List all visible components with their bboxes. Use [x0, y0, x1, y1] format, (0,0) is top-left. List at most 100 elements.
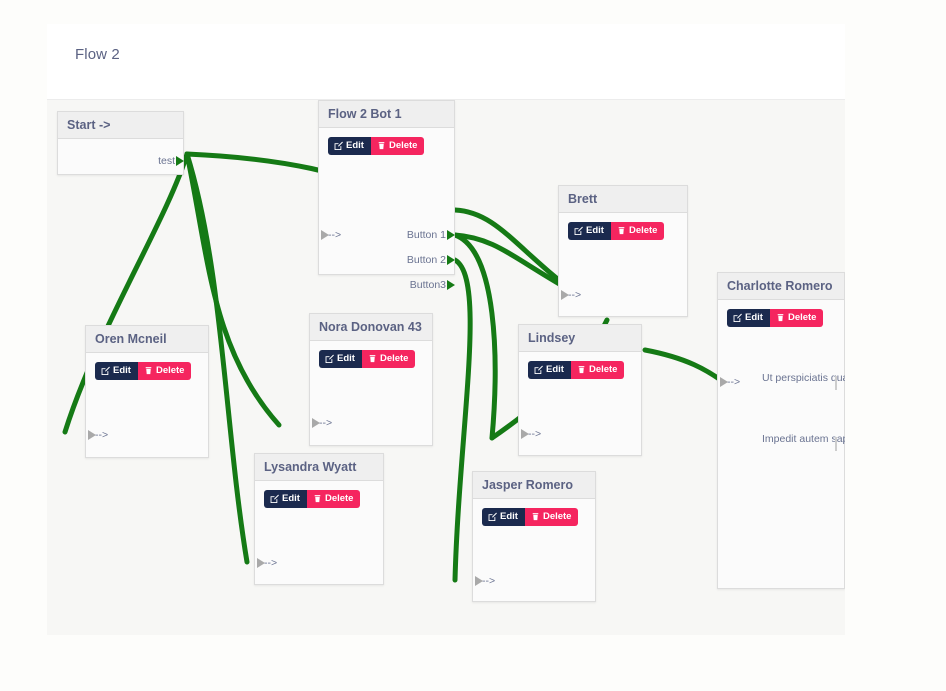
input-arrow-icon: [561, 290, 569, 300]
input-port-brett[interactable]: -->: [561, 289, 582, 301]
node-charlotte-romero[interactable]: Charlotte Romero Edit Delete: [717, 272, 845, 589]
output-port-impedit-autem-sapie[interactable]: Impedit autem sapie: [762, 433, 845, 451]
node-action-buttons: Edit Delete: [328, 137, 425, 155]
edit-button-label: Edit: [337, 353, 355, 364]
edit-button[interactable]: Edit: [264, 490, 307, 508]
edge-button3-to-jasper: [452, 257, 473, 583]
pencil-square-icon: [733, 313, 742, 323]
node-title: Jasper Romero: [482, 478, 574, 492]
node-lysandra-wyatt[interactable]: Lysandra Wyatt Edit Delete: [254, 453, 384, 585]
delete-button[interactable]: Delete: [370, 137, 425, 155]
node-start-header: Start ->: [58, 112, 183, 139]
node-lindsey-header: Lindsey: [519, 325, 641, 352]
input-arrow-icon: [312, 418, 320, 428]
output-arrow-icon: [447, 255, 455, 265]
edit-button[interactable]: Edit: [328, 137, 371, 155]
edit-button-label: Edit: [346, 140, 364, 151]
node-flow-2-bot-1[interactable]: Flow 2 Bot 1 Edit Delete: [318, 100, 455, 291]
edit-button[interactable]: Edit: [727, 309, 770, 327]
delete-button[interactable]: Delete: [361, 350, 416, 368]
delete-button[interactable]: Delete: [570, 361, 625, 379]
node-action-buttons: Edit Delete: [95, 362, 192, 380]
output-port-label: test: [158, 155, 175, 167]
edit-button[interactable]: Edit: [319, 350, 362, 368]
node-flow-2-bot-1-body: Edit Delete --> Button 1: [319, 128, 455, 291]
input-port-nora-donovan-43[interactable]: -->: [312, 417, 333, 429]
node-start[interactable]: Start -> test: [57, 111, 184, 175]
input-port-label: -->: [319, 417, 333, 429]
node-title: Lysandra Wyatt: [264, 460, 357, 474]
input-arrow-icon: [521, 429, 529, 439]
node-lindsey[interactable]: Lindsey Edit Delete: [518, 324, 642, 456]
output-port-label: Button 1: [406, 229, 446, 241]
node-jasper-romero[interactable]: Jasper Romero Edit Delete: [472, 471, 596, 602]
pencil-square-icon: [334, 141, 343, 151]
node-nora-donovan-43[interactable]: Nora Donovan 43 Edit Delete: [309, 313, 433, 446]
input-port-lindsey[interactable]: -->: [521, 428, 542, 440]
output-arrow-icon: [176, 156, 184, 166]
trash-icon: [377, 141, 386, 150]
input-port-charlotte-romero[interactable]: -->: [720, 376, 740, 388]
delete-button-label: Delete: [388, 140, 418, 151]
output-port-test[interactable]: test: [158, 155, 184, 167]
output-port-button-1[interactable]: Button 1: [406, 229, 455, 241]
input-arrow-icon: [257, 558, 265, 568]
input-port-lysandra-wyatt[interactable]: -->: [257, 557, 278, 569]
output-port-label: Button 2: [406, 254, 446, 266]
flow-canvas[interactable]: Start -> test Flow 2 Bot 1: [47, 100, 845, 635]
output-port-button-2[interactable]: Button 2: [406, 254, 455, 266]
output-port-connector: [835, 437, 837, 451]
trash-icon: [144, 366, 153, 375]
node-jasper-romero-header: Jasper Romero: [473, 472, 595, 499]
input-port-oren-mcneil[interactable]: -->: [88, 429, 108, 441]
input-port-flow-2-bot-1[interactable]: -->: [321, 229, 342, 241]
delete-button[interactable]: Delete: [524, 508, 579, 526]
node-brett[interactable]: Brett Edit Delete: [558, 185, 688, 317]
edge-button2-to-lindsey: [452, 232, 498, 441]
trash-icon: [531, 512, 540, 521]
edit-button-label: Edit: [586, 225, 604, 236]
edit-button[interactable]: Edit: [95, 362, 138, 380]
pencil-square-icon: [270, 494, 279, 504]
input-port-label: -->: [528, 428, 542, 440]
delete-button[interactable]: Delete: [610, 222, 665, 240]
flow-header-panel: Flow 2: [47, 24, 845, 100]
delete-button[interactable]: Delete: [306, 490, 361, 508]
node-title: Nora Donovan 43: [319, 320, 422, 334]
node-oren-mcneil[interactable]: Oren Mcneil Edit Delete: [85, 325, 209, 458]
trash-icon: [313, 494, 322, 503]
input-port-label: -->: [568, 289, 582, 301]
output-port-ut-perspiciatis-qua[interactable]: Ut perspiciatis qua: [762, 372, 845, 390]
edit-button[interactable]: Edit: [528, 361, 571, 379]
edit-button[interactable]: Edit: [482, 508, 525, 526]
input-port-jasper-romero[interactable]: -->: [475, 575, 495, 587]
input-arrow-icon: [720, 377, 728, 387]
pencil-square-icon: [488, 512, 497, 522]
output-arrow-icon: [447, 230, 455, 240]
node-flow-2-bot-1-header: Flow 2 Bot 1: [319, 101, 454, 128]
node-title: Oren Mcneil: [95, 332, 167, 346]
node-action-buttons: Edit Delete: [528, 361, 625, 379]
node-start-body: test: [58, 139, 184, 174]
node-title: Charlotte Romero: [727, 279, 833, 293]
pencil-square-icon: [325, 354, 334, 364]
input-port-label: -->: [264, 557, 278, 569]
node-title: Flow 2 Bot 1: [328, 107, 402, 121]
trash-icon: [776, 313, 785, 322]
input-port-label: -->: [328, 229, 342, 241]
node-action-buttons: Edit Delete: [264, 490, 361, 508]
delete-button-label: Delete: [588, 364, 618, 375]
delete-button[interactable]: Delete: [137, 362, 192, 380]
output-port-label: Impedit autem sapie: [762, 433, 845, 445]
node-charlotte-romero-header: Charlotte Romero: [718, 273, 844, 300]
edit-button[interactable]: Edit: [568, 222, 611, 240]
node-brett-header: Brett: [559, 186, 687, 213]
node-action-buttons: Edit Delete: [319, 350, 416, 368]
edit-button-label: Edit: [745, 312, 763, 323]
node-lysandra-wyatt-header: Lysandra Wyatt: [255, 454, 383, 481]
delete-button[interactable]: Delete: [769, 309, 824, 327]
node-lindsey-body: Edit Delete -->: [519, 352, 641, 455]
output-port-button-3[interactable]: Button3: [410, 279, 455, 291]
output-port-label: Ut perspiciatis qua: [762, 372, 845, 384]
